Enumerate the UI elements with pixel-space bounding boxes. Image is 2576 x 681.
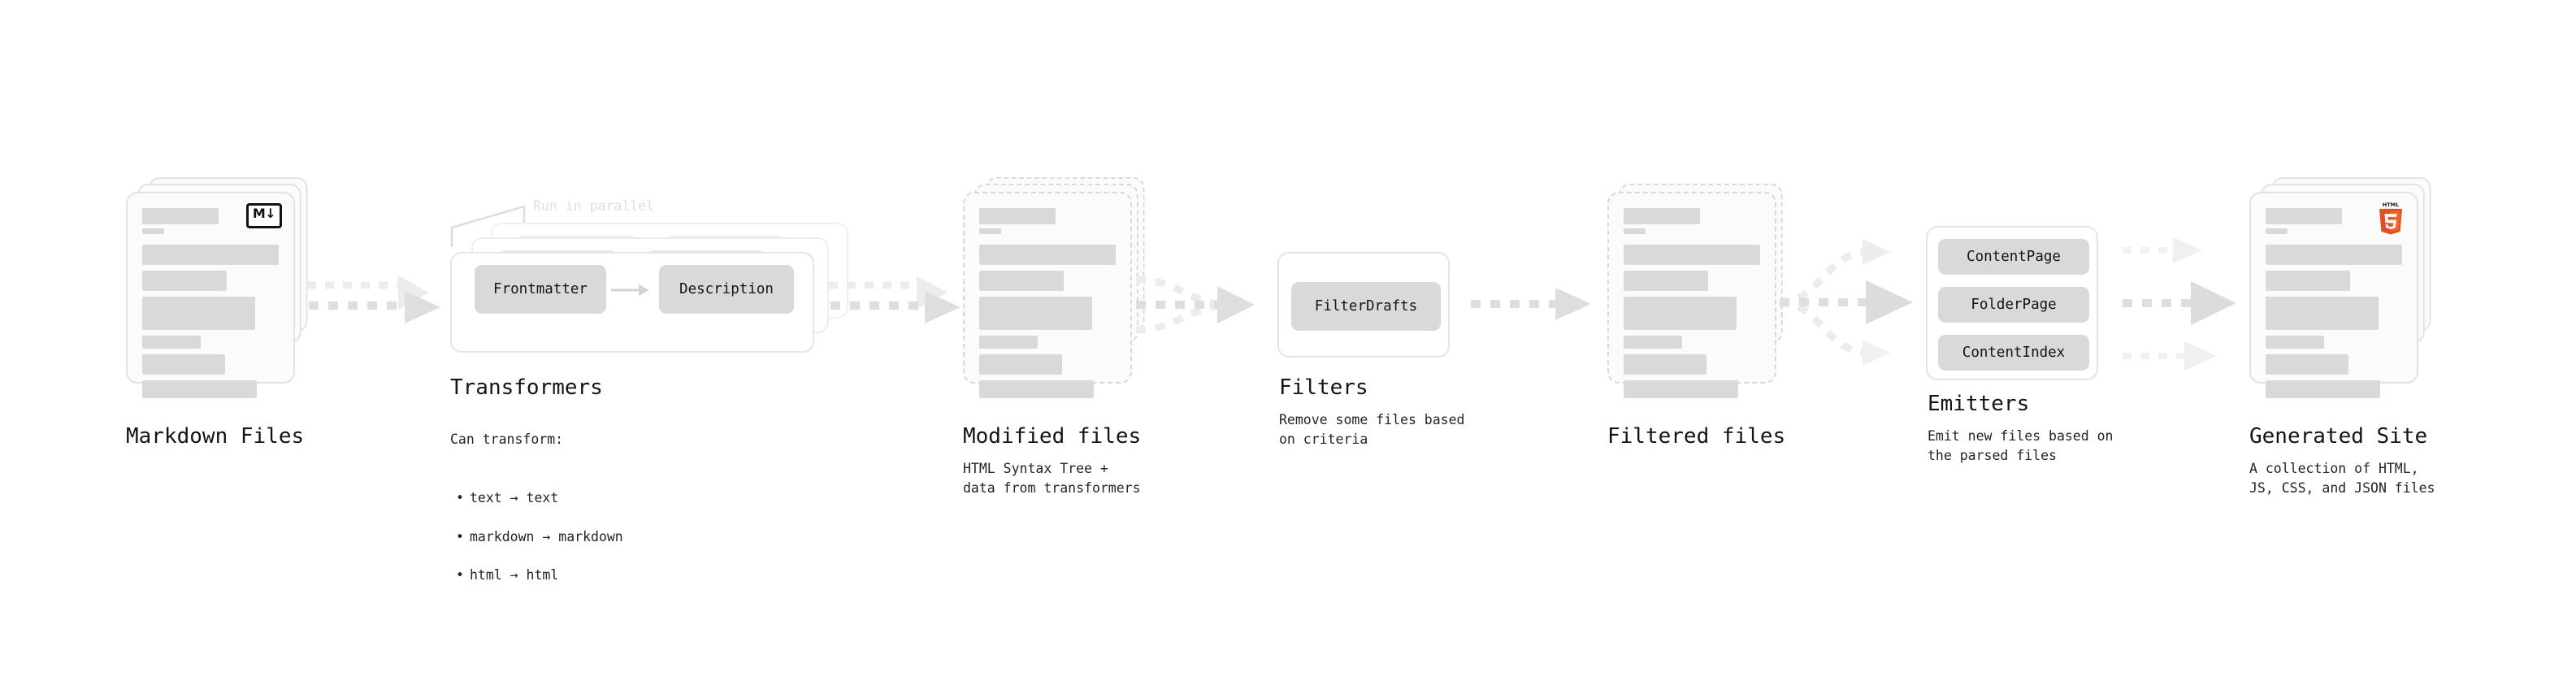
filters-caption: Filters Remove some files based on crite…	[1279, 375, 1464, 449]
skeleton-line	[979, 297, 1093, 330]
generated-file-card-html: HTML	[2249, 192, 2418, 398]
connector-emitters-to-site	[2123, 234, 2261, 372]
filter-pill-filterdrafts[interactable]: FilterDrafts	[1291, 282, 1441, 331]
skeleton-line	[2266, 354, 2349, 375]
filtered-files-caption: Filtered files	[1607, 424, 1785, 449]
stage-description: Can transform: text → text markdown → ma…	[450, 410, 623, 624]
stage-title: Markdown Files	[126, 424, 305, 449]
skeleton-subtitle	[2266, 228, 2288, 234]
run-in-parallel-bracket	[450, 205, 526, 247]
skeleton-line	[2266, 245, 2402, 265]
transform-list-item: markdown → markdown	[450, 527, 623, 547]
skeleton-line	[979, 336, 1039, 349]
transform-list-item: text → text	[450, 488, 623, 508]
markdown-files-caption: Markdown Files	[126, 424, 304, 449]
emitters-panel: ContentPage FolderPage ContentIndex	[1926, 226, 2098, 380]
connector-transformers-to-modified	[829, 276, 967, 346]
skeleton-line	[142, 380, 258, 398]
markdown-icon: M↓	[246, 203, 282, 228]
emitter-pill-contentindex[interactable]: ContentIndex	[1938, 335, 2089, 371]
skeleton-title	[1624, 208, 1701, 224]
connector-modified-to-filters	[1135, 268, 1266, 349]
generated-site-caption: Generated Site A collection of HTML, JS,…	[2249, 424, 2435, 498]
modified-file-card	[963, 192, 1132, 398]
stage-title: Generated Site	[2249, 424, 2428, 449]
stage-title: Modified files	[963, 424, 1142, 449]
skeleton-line	[142, 245, 279, 265]
connector-filtered-to-emitters	[1779, 237, 1922, 375]
stage-description: Emit new files based on the parsed files	[1928, 428, 2114, 463]
transformer-inner-arrow	[611, 284, 649, 296]
transform-list-item: html → html	[450, 566, 623, 585]
skeleton-line	[1624, 380, 1739, 398]
skeleton-line	[1624, 354, 1707, 375]
skeleton-subtitle	[979, 228, 1001, 234]
emitter-pill-contentpage[interactable]: ContentPage	[1938, 239, 2089, 275]
skeleton-title	[142, 208, 219, 224]
stage-description: A collection of HTML, JS, CSS, and JSON …	[2249, 461, 2435, 496]
transformer-pill-description[interactable]: Description	[659, 265, 794, 314]
modified-files-caption: Modified files HTML Syntax Tree + data f…	[963, 424, 1141, 498]
skeleton-line	[1624, 245, 1760, 265]
stage-title: Transformers	[450, 375, 603, 400]
skeleton-line	[979, 354, 1063, 375]
skeleton-line	[1624, 297, 1737, 330]
skeleton-line	[2266, 297, 2379, 330]
skeleton-line	[979, 380, 1095, 398]
stage-title: Filters	[1279, 375, 1368, 400]
skeleton-subtitle	[1624, 228, 1646, 234]
skeleton-line	[142, 336, 202, 349]
stage-description: HTML Syntax Tree + data from transformer…	[963, 461, 1141, 496]
stage-title: Emitters	[1928, 392, 2030, 416]
skeleton-line	[2266, 271, 2351, 291]
transform-lead: Can transform:	[450, 431, 564, 447]
transformers-caption: Transformers Can transform: text → text …	[450, 375, 623, 624]
markdown-file-card: M↓	[126, 192, 295, 398]
skeleton-line	[2266, 336, 2325, 349]
filters-panel: FilterDrafts	[1277, 252, 1450, 358]
skeleton-title	[979, 208, 1056, 224]
skeleton-line	[142, 354, 226, 375]
skeleton-line	[979, 271, 1065, 291]
run-in-parallel-label: Run in parallel	[533, 198, 655, 214]
transformer-pill-frontmatter[interactable]: Frontmatter	[475, 265, 606, 314]
transform-list: text → text markdown → markdown html → h…	[450, 469, 623, 605]
connector-filters-to-filtered	[1471, 286, 1601, 335]
svg-text:HTML: HTML	[2383, 202, 2399, 208]
emitter-pill-folderpage[interactable]: FolderPage	[1938, 287, 2089, 323]
stage-title: Filtered files	[1607, 424, 1786, 449]
skeleton-line	[2266, 380, 2381, 398]
emitters-caption: Emitters Emit new files based on the par…	[1928, 392, 2113, 466]
skeleton-line	[142, 297, 256, 330]
skeleton-subtitle	[142, 228, 164, 234]
skeleton-line	[979, 245, 1116, 265]
html5-icon: HTML	[2376, 200, 2405, 236]
connector-markdown-to-transformers	[307, 275, 445, 343]
skeleton-line	[1624, 336, 1683, 349]
skeleton-title	[2266, 208, 2343, 224]
transformers-panel: Frontmatter Description	[450, 252, 814, 353]
stage-description: Remove some files based on criteria	[1279, 412, 1465, 447]
skeleton-line	[1624, 271, 1709, 291]
filtered-file-card	[1607, 192, 1776, 398]
skeleton-line	[142, 271, 228, 291]
